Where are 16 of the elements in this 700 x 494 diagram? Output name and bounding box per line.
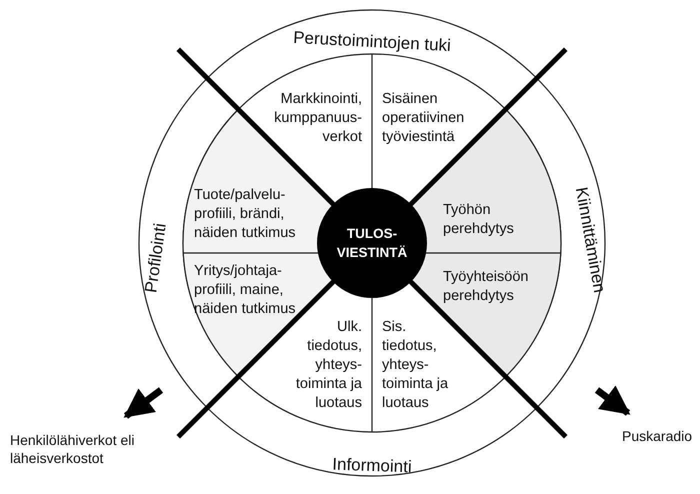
ring-label: Kiinnittäminen [570, 186, 610, 294]
sector-text: Työhön perehdytys [443, 201, 543, 239]
arrow [124, 387, 164, 419]
target-label: Henkilölähiverkot eli läheisverkostot [10, 431, 145, 467]
arrow [594, 385, 630, 416]
ring-label: Informointi [332, 454, 412, 478]
sector-text: Työyhteisöön perehdytys [443, 268, 573, 306]
sector-text: Tuote/palvelu- profiili, brändi, näiden tutkimus [194, 186, 314, 243]
sector-text: Markkinointi, kumppanuus- verkot [262, 90, 362, 147]
sector-text: Ulk. tiedotus, yhteys- toiminta ja luotaus [292, 318, 362, 413]
sector-text: Sisäinen operatiivinen työviestintä [382, 90, 487, 147]
sector-text: Yritys/johtaja- profiili, maine, näiden tutkimus [194, 262, 298, 319]
ring-label: Profilointi [141, 222, 171, 294]
ring-label: Perustoimintojen tuki [292, 28, 452, 56]
sector-text: Sis. tiedotus, yhteys- toiminta ja luotaus [382, 318, 460, 413]
target-label: Puskaradio [622, 427, 700, 445]
